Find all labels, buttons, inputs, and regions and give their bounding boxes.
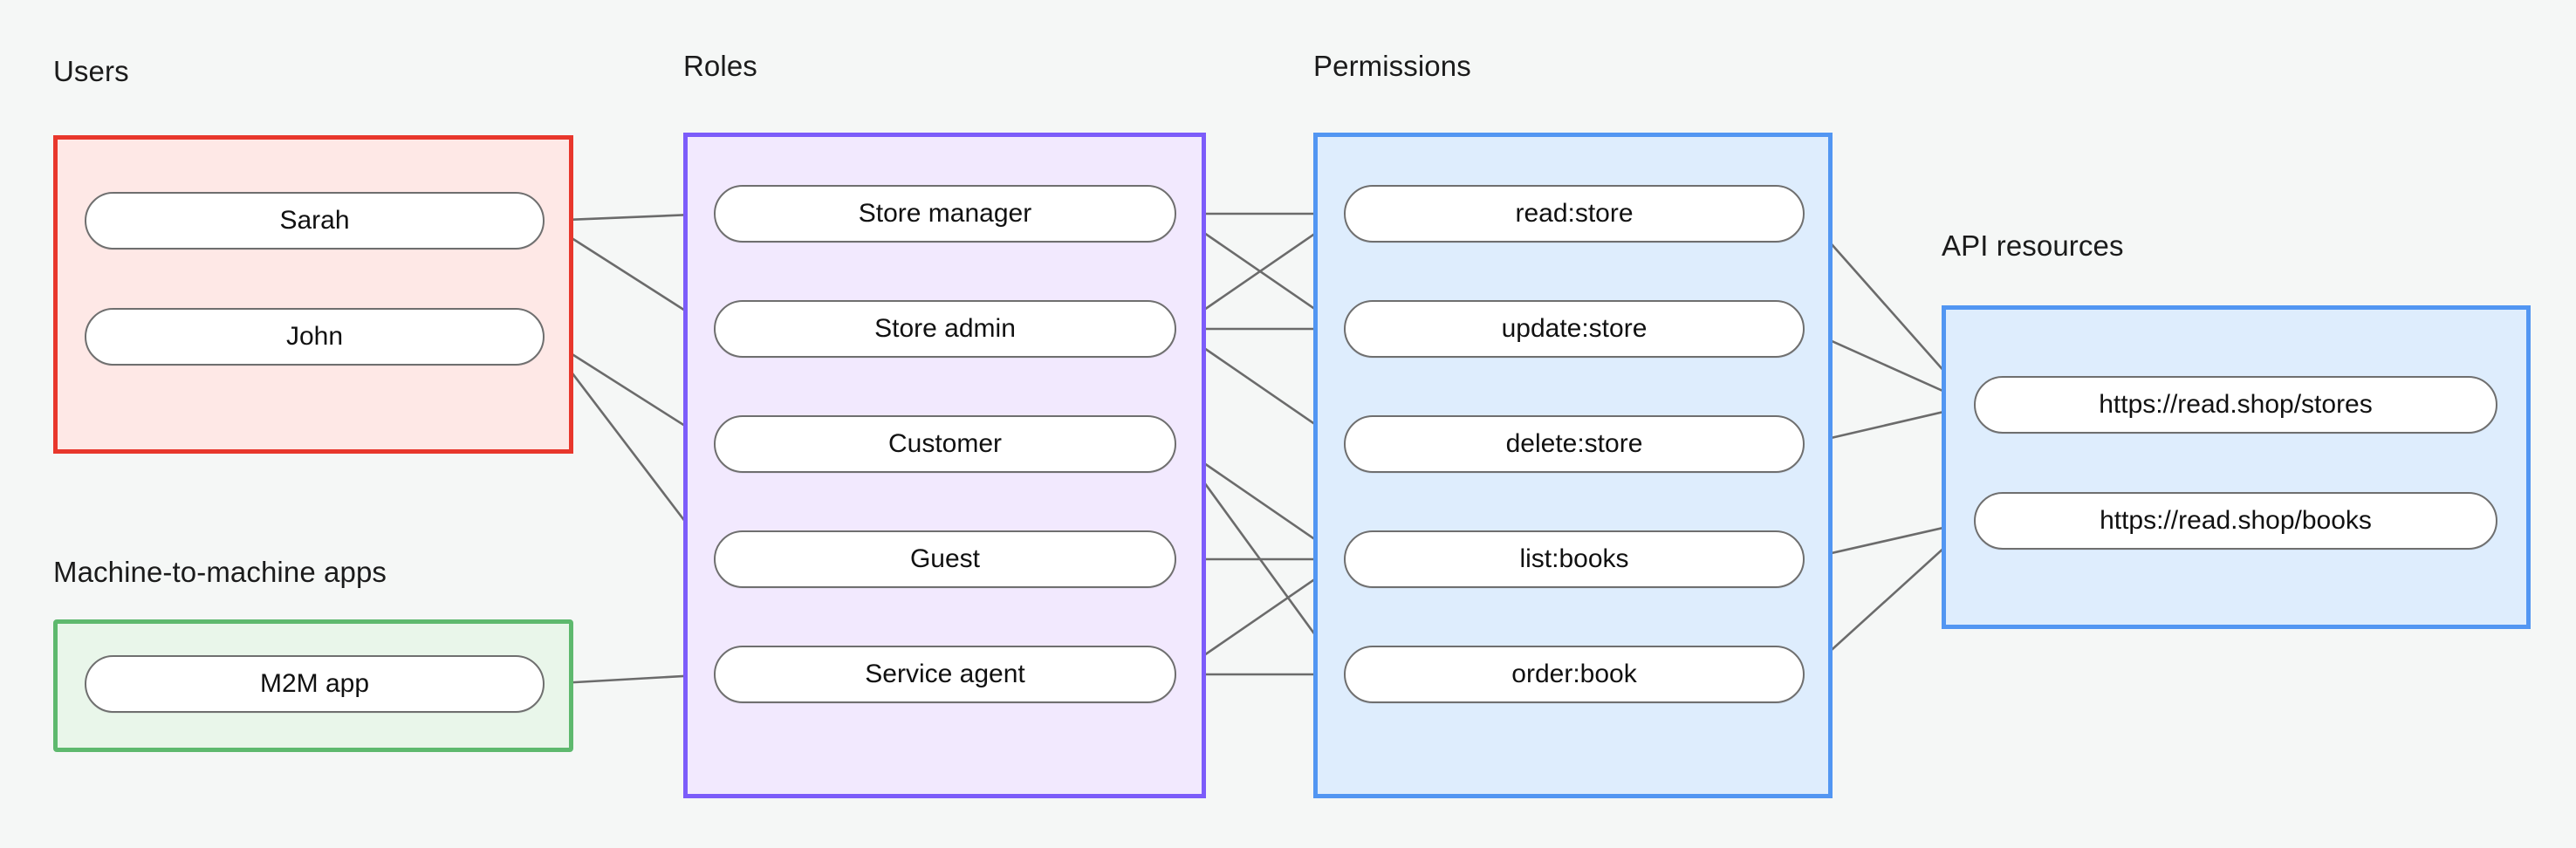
node-john[interactable]: John bbox=[85, 308, 545, 366]
node-label-m2m-app: M2M app bbox=[259, 669, 370, 698]
node-label-res-books: https://read.shop/books bbox=[2100, 506, 2372, 535]
group-box-users bbox=[53, 135, 573, 454]
node-label-res-stores: https://read.shop/stores bbox=[2099, 390, 2373, 419]
node-label-update-store: update:store bbox=[1501, 314, 1648, 343]
node-read-store[interactable]: read:store bbox=[1344, 185, 1805, 243]
node-guest[interactable]: Guest bbox=[714, 530, 1176, 588]
node-label-order-book: order:book bbox=[1511, 660, 1637, 688]
node-update-store[interactable]: update:store bbox=[1344, 300, 1805, 358]
group-title-users: Users bbox=[53, 55, 129, 87]
group-box-api-resources bbox=[1942, 305, 2531, 629]
group-title-roles: Roles bbox=[683, 50, 757, 82]
node-store-manager[interactable]: Store manager bbox=[714, 185, 1176, 243]
node-label-delete-store: delete:store bbox=[1505, 429, 1643, 458]
node-label-customer: Customer bbox=[887, 429, 1003, 458]
node-delete-store[interactable]: delete:store bbox=[1344, 415, 1805, 473]
node-label-sarah: Sarah bbox=[279, 206, 350, 235]
node-label-store-manager: Store manager bbox=[858, 199, 1032, 228]
node-label-store-admin: Store admin bbox=[874, 314, 1016, 343]
node-store-admin[interactable]: Store admin bbox=[714, 300, 1176, 358]
node-customer[interactable]: Customer bbox=[714, 415, 1176, 473]
node-sarah[interactable]: Sarah bbox=[85, 192, 545, 250]
node-label-list-books: list:books bbox=[1519, 544, 1629, 573]
node-label-service-agent: Service agent bbox=[865, 660, 1025, 688]
node-label-guest: Guest bbox=[909, 544, 981, 573]
group-title-m2m: Machine-to-machine apps bbox=[53, 556, 387, 588]
node-res-stores[interactable]: https://read.shop/stores bbox=[1974, 376, 2497, 434]
node-label-john: John bbox=[285, 322, 344, 351]
node-label-read-store: read:store bbox=[1515, 199, 1634, 228]
node-res-books[interactable]: https://read.shop/books bbox=[1974, 492, 2497, 550]
node-service-agent[interactable]: Service agent bbox=[714, 646, 1176, 703]
node-list-books[interactable]: list:books bbox=[1344, 530, 1805, 588]
node-order-book[interactable]: order:book bbox=[1344, 646, 1805, 703]
node-m2m-app[interactable]: M2M app bbox=[85, 655, 545, 713]
group-title-permissions: Permissions bbox=[1313, 50, 1471, 82]
group-title-api-resources: API resources bbox=[1942, 229, 2124, 262]
